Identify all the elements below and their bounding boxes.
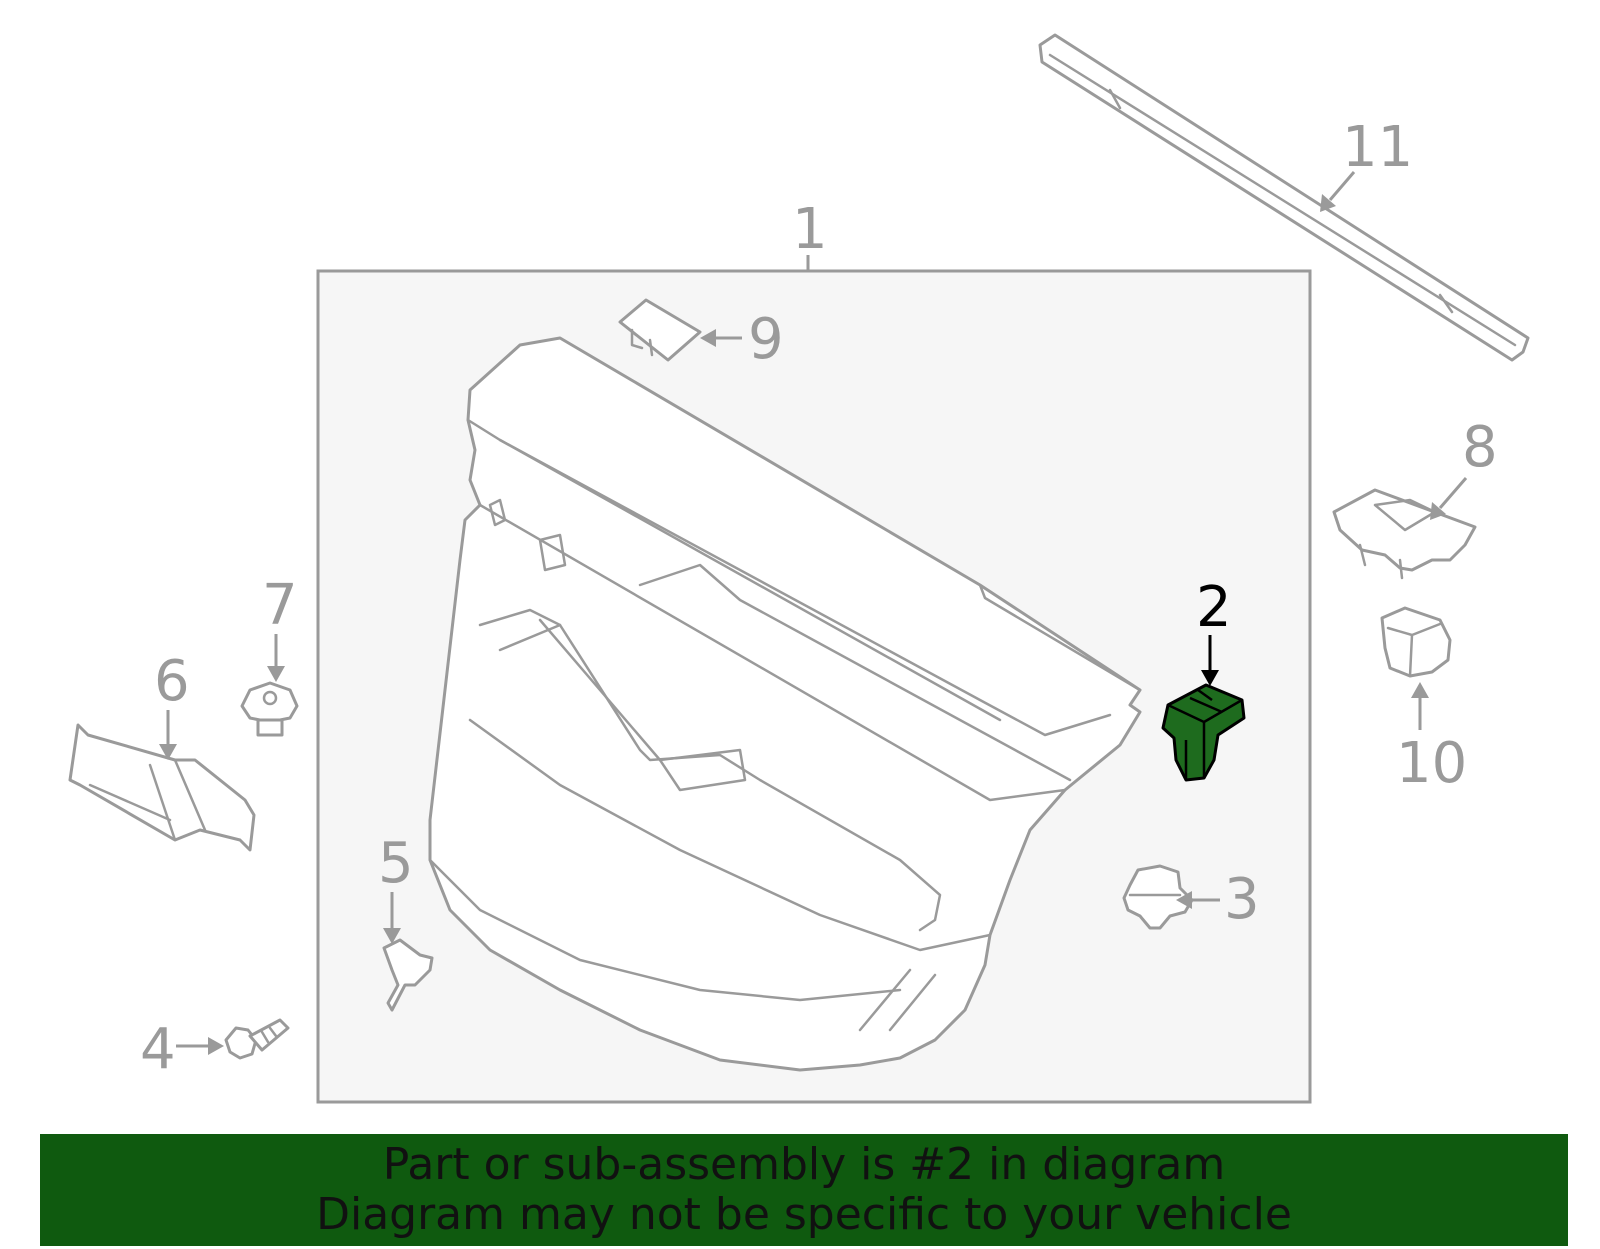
callout-1: 1 [792, 197, 828, 262]
part-8-switch-bezel[interactable] [1332, 488, 1477, 580]
leader-2 [1201, 635, 1219, 686]
part-2-switch-bracket[interactable] [1161, 683, 1246, 782]
part-9-cover[interactable] [618, 298, 702, 362]
callout-7: 7 [262, 573, 298, 638]
part-7-clip[interactable] [240, 681, 299, 737]
part-1-door-panel[interactable] [428, 336, 1142, 1072]
part-6-trim-piece[interactable] [68, 723, 256, 852]
banner-line-1: Part or sub-assembly is #2 in diagram [382, 1139, 1226, 1190]
leader-5 [383, 892, 401, 944]
callout-8: 8 [1462, 415, 1498, 480]
info-banner: Part or sub-assembly is #2 in diagram Di… [40, 1134, 1568, 1246]
callout-6: 6 [154, 649, 190, 714]
leader-3 [1176, 891, 1220, 909]
callout-3: 3 [1224, 867, 1260, 932]
leader-6 [159, 710, 177, 760]
leader-7 [267, 634, 285, 682]
leader-10 [1411, 682, 1429, 730]
callout-9: 9 [748, 307, 784, 372]
part-5-bracket[interactable] [382, 938, 434, 1012]
leader-4 [176, 1037, 224, 1055]
part-3-push-clip[interactable] [1122, 864, 1194, 930]
leader-11 [1320, 171, 1356, 212]
callout-4: 4 [140, 1017, 176, 1082]
leader-8 [1430, 477, 1468, 520]
callout-11: 11 [1342, 115, 1413, 180]
part-11-weatherstrip[interactable] [1038, 33, 1530, 362]
leader-9 [700, 329, 742, 347]
part-4-screw[interactable] [224, 1018, 290, 1060]
callout-10: 10 [1396, 731, 1467, 796]
part-10-window-switch[interactable] [1380, 606, 1452, 678]
banner-line-2: Diagram may not be specific to your vehi… [316, 1189, 1292, 1240]
callout-5: 5 [378, 831, 414, 896]
callout-2: 2 [1196, 575, 1232, 640]
